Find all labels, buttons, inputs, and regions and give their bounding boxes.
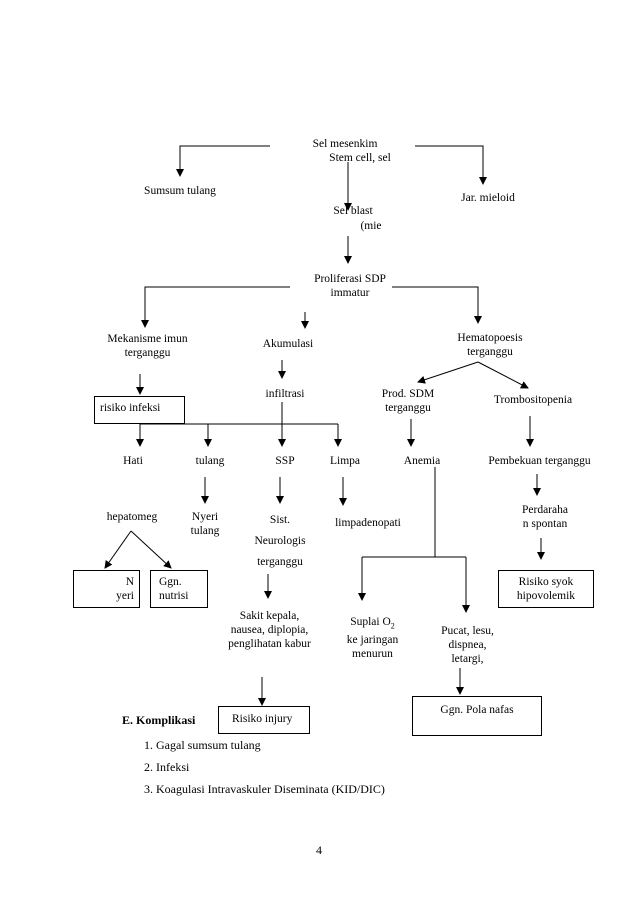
arrow-to-mekanisme — [141, 286, 290, 328]
arrow-to-nyeri-box — [104, 530, 132, 569]
infiltrasi-text: infiltrasi — [265, 388, 305, 400]
nyeri-tulang-line-2: tulang — [190, 525, 220, 537]
perdarahan-line-1: Perdaraha — [522, 504, 568, 516]
node-ssp: SSP — [265, 454, 305, 468]
box-risiko-infeksi: risiko infeksi — [94, 396, 185, 424]
node-pembekuan: Pembekuan terganggu — [477, 454, 602, 468]
node-proliferasi: Proliferasi SDP immatur — [295, 272, 405, 300]
sist-line-2: Neurologis — [254, 535, 306, 547]
node-sel-blast: Sel blast — [318, 204, 388, 218]
hepatomeg-text: hepatomeg — [106, 511, 158, 523]
arrow-to-ggn-nutrisi — [130, 530, 172, 569]
prod-sdm-line-1: Prod. SDM — [381, 388, 435, 400]
pembekuan-text: Pembekuan terganggu — [488, 455, 591, 467]
sakit-line-3: penglihatan kabur — [228, 638, 311, 650]
node-anemia: Anemia — [392, 454, 452, 468]
node-suplai-o2: Suplai O2 ke jaringan menurun — [330, 615, 415, 661]
node-sumsum-tulang: Sumsum tulang — [125, 184, 235, 198]
node-hepatomeg: hepatomeg — [92, 510, 172, 524]
node-jar-mieloid: Jar. mieloid — [438, 191, 538, 205]
akumulasi-text: Akumulasi — [262, 338, 314, 350]
suplai-o-text: Suplai O — [350, 616, 391, 628]
perdarahan-line-2: n spontan — [522, 518, 568, 530]
node-limpa: Limpa — [320, 454, 370, 468]
mekanisme-line-1: Mekanisme imun — [107, 333, 188, 345]
risiko-syok-line-2: hipovolemik — [516, 590, 576, 602]
arrow-to-hematopoesis — [392, 286, 482, 324]
ggn-nutrisi-line-2: nutrisi — [159, 590, 189, 602]
sist-line-1: Sist. — [269, 514, 291, 526]
suplai-subscript: 2 — [390, 621, 395, 631]
node-akumulasi: Akumulasi — [248, 337, 328, 351]
komplikasi-item-2: 2. Infeksi — [144, 760, 190, 774]
box-nyeri: N yeri — [73, 570, 140, 608]
hematopoesis-line-1: Hematopoesis — [457, 332, 523, 344]
node-limpadenopati: limpadenopati — [318, 516, 418, 530]
node-perdarahan: Perdaraha n spontan — [505, 503, 585, 531]
node-infiltrasi: infiltrasi — [250, 387, 320, 401]
node-hematopoesis: Hematopoesis terganggu — [440, 331, 540, 359]
node-sakit-kepala: Sakit kepala, nausea, diplopia, pengliha… — [212, 609, 327, 651]
hati-text: Hati — [123, 455, 143, 467]
risiko-injury-text: Risiko injury — [232, 713, 293, 725]
ggn-nutrisi-line-1: Ggn. — [159, 576, 182, 588]
komplikasi-item-3: 3. Koagulasi Intravaskuler Diseminata (K… — [144, 782, 385, 796]
node-sist-neurologis: Sist. Neurologis terganggu — [240, 510, 320, 573]
sel-blast-line-1: Sel blast — [333, 205, 373, 217]
node-trombositopenia: Trombositopenia — [478, 393, 588, 407]
limpadenopati-text: limpadenopati — [335, 517, 401, 529]
sumsum-tulang-text: Sumsum tulang — [144, 185, 216, 197]
risiko-syok-line-1: Risiko syok — [518, 576, 574, 588]
pucat-line-3: letargi, — [451, 653, 484, 665]
node-tulang: tulang — [185, 454, 235, 468]
nyeri-tulang-line-1: Nyeri — [191, 511, 219, 523]
node-nyeri-tulang: Nyeri tulang — [180, 510, 230, 538]
trombositopenia-text: Trombositopenia — [493, 394, 573, 406]
proliferasi-line-2: immatur — [330, 287, 370, 299]
hematopoesis-line-2: terganggu — [467, 346, 513, 358]
arrow-to-trombositopenia — [477, 361, 529, 389]
node-hati: Hati — [113, 454, 153, 468]
node-mekanisme-imun: Mekanisme imun terganggu — [90, 332, 205, 360]
box-ggn-nutrisi: Ggn. nutrisi — [150, 570, 208, 608]
stem-cell-text: Stem cell, sel — [329, 152, 391, 164]
suplai-line-3: menurun — [352, 648, 393, 661]
ssp-text: SSP — [275, 455, 295, 467]
node-sel-mesenkim: Sel mesenkim — [290, 137, 400, 151]
sel-blast-line-2: (mie — [360, 220, 382, 232]
sakit-line-1: Sakit kepala, — [239, 610, 300, 622]
komplikasi-item-1: 1. Gagal sumsum tulang — [144, 738, 261, 752]
prod-sdm-line-2: terganggu — [385, 402, 431, 414]
komplikasi-heading: E. Komplikasi — [122, 713, 196, 727]
arrow-to-prod-sdm — [417, 361, 479, 384]
mekanisme-line-2: terganggu — [124, 347, 171, 359]
jar-mieloid-text: Jar. mieloid — [461, 192, 515, 204]
sel-mesenkim-text: Sel mesenkim — [312, 138, 378, 150]
box-risiko-injury: Risiko injury — [218, 706, 310, 734]
ggn-pola-nafas-text: Ggn. Pola nafas — [440, 704, 514, 716]
arrow-to-jar-mieloid — [415, 145, 487, 185]
anemia-text: Anemia — [403, 455, 441, 467]
suplai-line-2: ke jaringan — [346, 634, 399, 647]
node-pucat: Pucat, lesu, dispnea, letargi, — [420, 624, 515, 666]
sist-line-3: terganggu — [257, 556, 303, 568]
node-prod-sdm: Prod. SDM terganggu — [368, 387, 448, 415]
box-ggn-pola-nafas: Ggn. Pola nafas — [412, 696, 542, 736]
nyeri-box-line-1: N — [125, 576, 134, 588]
sakit-line-2: nausea, diplopia, — [230, 624, 309, 636]
pucat-line-1: Pucat, lesu, — [441, 625, 494, 637]
box-risiko-syok: Risiko syok hipovolemik — [498, 570, 594, 608]
page-number: 4 — [316, 843, 322, 857]
node-stem-cell: Stem cell, sel — [305, 151, 415, 165]
arrow-to-sumsum — [176, 145, 270, 177]
pucat-line-2: dispnea, — [448, 639, 487, 651]
nyeri-box-line-2: yeri — [116, 590, 134, 602]
risiko-infeksi-text: risiko infeksi — [100, 402, 161, 414]
tulang-text: tulang — [195, 455, 225, 467]
suplai-line-1: Suplai O2 — [330, 615, 415, 633]
proliferasi-line-1: Proliferasi SDP — [314, 273, 386, 285]
node-sel-blast-mie: (mie — [346, 219, 396, 233]
limpa-text: Limpa — [329, 455, 361, 467]
